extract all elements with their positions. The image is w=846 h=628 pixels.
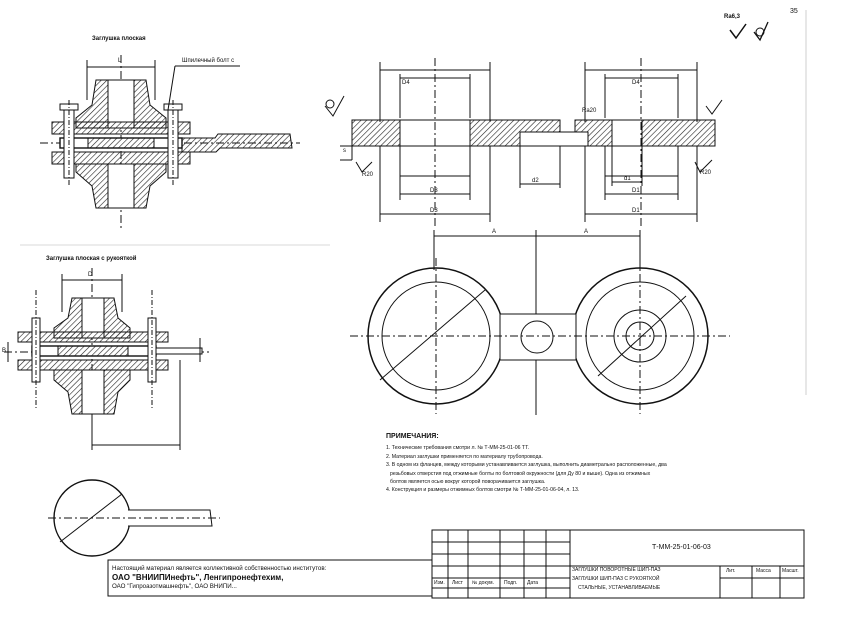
dim-D4-left: D4 xyxy=(402,80,410,86)
dim-Ra: Ra20 xyxy=(582,108,597,114)
plug-with-handle-title: Заглушка плоская с рукояткой xyxy=(46,256,137,262)
scale-header: Масшт. xyxy=(782,568,799,574)
dim-R-left: R20 xyxy=(362,172,374,178)
owner-line: ОАО "Гипроазотмашнефть", ОАО ВНИПИ... xyxy=(112,583,237,590)
col-sign: Подп. xyxy=(504,580,518,586)
note-item: 3. В одном из фланцев, между которыми ус… xyxy=(386,462,667,469)
flat-plug-title: Заглушка плоская xyxy=(92,36,146,42)
drawing-name-line2: ЗАГЛУШКИ ШИП-ПАЗ С РУКОЯТКОЙ xyxy=(572,576,660,582)
note-item: болтов является осью вокруг которой пово… xyxy=(390,479,546,486)
plug-with-handle-section-view xyxy=(4,268,210,450)
ownership-statement: Настоящий материал является коллективной… xyxy=(112,564,326,591)
dim-D: D xyxy=(88,272,93,278)
notes-heading: ПРИМЕЧАНИЯ: xyxy=(386,433,439,440)
dim-s: s xyxy=(343,148,346,154)
notes-block: ПРИМЕЧАНИЯ: 1. Технические требования см… xyxy=(386,433,806,495)
mass-header: Масса xyxy=(756,568,771,574)
dim-d2: d2 xyxy=(532,178,539,184)
col-sheet: Лист xyxy=(452,580,463,586)
surface-roughness-mark: Ra6,3 xyxy=(724,14,741,20)
stage-header: Лит. xyxy=(726,568,736,574)
dim-D3-inner-left: D3 xyxy=(430,188,438,194)
drawing-name-line3: СТАЛЬНЫЕ, УСТАНАВЛИВАЕМЫЕ xyxy=(578,585,661,591)
document-code: Т-ММ-25-01-06-03 xyxy=(652,544,711,551)
flat-plug-section-view xyxy=(40,55,300,228)
dim-D3-left: D3 xyxy=(430,208,438,214)
note-item: 2. Материал заглушки применяется по мате… xyxy=(386,453,543,460)
drawing-name-line1: ЗАГЛУШКИ ПОВОРОТНЫЕ ШИП-ПАЗ xyxy=(572,567,661,573)
plug-cross-section-view xyxy=(324,58,723,226)
note-item: 1. Технические требования смотри л. № Т-… xyxy=(386,445,530,452)
handle-plan-view xyxy=(48,479,220,557)
plug-plan-view xyxy=(350,230,730,415)
owner-line: ОАО "ВНИИПИнефть", Ленгипронефтехим, xyxy=(112,573,284,582)
rod-label: Шпилечный болт с xyxy=(182,58,235,64)
dim-D4-right: D4 xyxy=(632,80,640,86)
title-block xyxy=(107,529,805,599)
dim-D1: D1 xyxy=(632,208,640,214)
dim-R-right: R20 xyxy=(700,170,712,176)
dim-D1-inner: D1 xyxy=(632,188,640,194)
dim-d1: d1 xyxy=(624,176,631,182)
col-date: Дата xyxy=(527,580,539,586)
page-number: 35 xyxy=(790,8,798,15)
owner-line: Настоящий материал является коллективной… xyxy=(112,565,327,572)
dim-L: L xyxy=(118,58,122,64)
col-doc: № докум. xyxy=(472,580,494,586)
note-item: резьбовых отверстия под отжимные болты п… xyxy=(390,470,651,477)
col-change: Изм. xyxy=(434,580,445,586)
dim-B: B xyxy=(2,348,7,354)
checkmark-icon xyxy=(729,21,769,42)
dim-A-left: A xyxy=(492,229,497,235)
note-item: 4. Конструкция и размеры отжимных болтов… xyxy=(386,487,580,494)
dim-A-right: A xyxy=(584,229,589,235)
